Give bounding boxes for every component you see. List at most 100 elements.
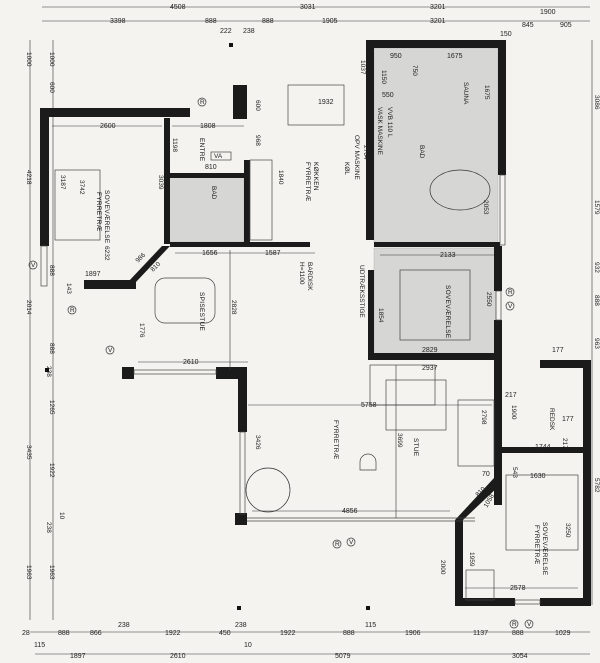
dim-label: 238 <box>118 622 130 629</box>
room-bedroom-right-name: SOVEVÆRELSE <box>541 522 548 576</box>
room-labels: SOVEVÆRELSE FYRRETRÆ ENTRE VA KØKKEN FYR… <box>95 82 555 576</box>
right-dimensions: 3086 1579 932 888 963 5782 <box>591 40 600 605</box>
dim-label: 3201 <box>430 4 446 11</box>
dim-label: 3054 <box>512 653 528 660</box>
dim-label: 550 <box>382 92 394 99</box>
dim-label: 1922 <box>280 630 296 637</box>
dim-label: 1854 <box>377 308 384 323</box>
dim-label: 3086 <box>593 95 600 110</box>
symbols: R R V V R V R V R V <box>28 97 534 629</box>
dim-label: 5758 <box>361 402 377 409</box>
dim-label: 238 <box>235 622 247 629</box>
room-bar-height: H=1100 <box>298 262 305 285</box>
column-markers <box>45 43 370 610</box>
bottom-dimensions: 28 888 866 1922 450 1922 888 1906 1137 8… <box>22 622 590 660</box>
room-sauna: SAUNA <box>462 82 469 105</box>
dim-label: 3742 <box>78 180 85 195</box>
dim-label: 1675 <box>483 85 490 100</box>
dim-label: 888 <box>593 295 600 306</box>
dim-label: 238 <box>243 28 255 35</box>
symbol-v: V <box>31 262 36 269</box>
room-kitchen-name: KØKKEN <box>312 162 319 191</box>
dim-label: 2600 <box>100 123 116 130</box>
dim-label: 1137 <box>473 630 488 637</box>
dim-label: 177 <box>552 347 564 354</box>
top-dimensions: 4508 3031 3201 1900 3398 888 888 1905 32… <box>42 4 590 38</box>
dim-label: 888 <box>48 343 55 354</box>
dim-label: 888 <box>48 265 55 276</box>
dim-label: 968 <box>254 135 261 146</box>
fixture-va: VA <box>214 153 223 160</box>
room-bedroom-middle: SOVEVÆRELSE <box>444 285 451 339</box>
room-bar-counter: BARDISK <box>306 262 313 291</box>
dim-label: 866 <box>90 630 102 637</box>
dim-label: 950 <box>390 53 402 60</box>
room-bedroom-right-material: FYRRETRÆ <box>533 525 540 565</box>
dim-label: 10 <box>244 642 252 649</box>
dim-label: 888 <box>58 630 70 637</box>
dim-label: 70 <box>482 471 490 478</box>
dim-label: 1029 <box>555 630 571 637</box>
dim-label: 1776 <box>138 323 145 338</box>
dim-label: 238 <box>45 522 52 533</box>
dim-label: 905 <box>560 22 572 29</box>
interior-dimensions: 2600 3742 3187 3039 6232 1808 1198 600 9… <box>52 53 578 592</box>
dim-label: 1000 <box>48 52 55 67</box>
room-living: STUE <box>412 438 419 457</box>
dim-label: 1922 <box>48 463 55 478</box>
dim-label: 3435 <box>25 445 32 460</box>
dim-label: 2014 <box>25 300 32 315</box>
dim-label: 888 <box>343 630 355 637</box>
room-bedroom-left-name: SOVEVÆRELSE <box>103 190 110 244</box>
dim-label: 2053 <box>482 200 489 215</box>
dim-label: 5782 <box>593 478 600 493</box>
dim-label: 543 <box>511 467 518 478</box>
dim-label: 750 <box>411 65 418 76</box>
dim-label: 1922 <box>165 630 181 637</box>
dim-label: 2829 <box>422 347 438 354</box>
dim-label: 3699 <box>396 433 403 448</box>
dim-label: 1906 <box>405 630 421 637</box>
dim-label: 1150 <box>380 70 387 84</box>
dim-label: 2610 <box>170 653 186 660</box>
furniture <box>54 84 579 601</box>
dim-label: 2798 <box>480 410 487 425</box>
dim-label: 1840 <box>277 170 284 185</box>
dim-label: 4856 <box>342 508 358 515</box>
dim-label: 1000 <box>25 52 32 67</box>
dim-label: 2550 <box>485 292 492 307</box>
dim-label: 28 <box>22 630 30 637</box>
dim-label: 1900 <box>510 405 517 420</box>
symbol-r: R <box>200 99 205 106</box>
dim-label: 1587 <box>265 250 281 257</box>
dim-label: 3398 <box>110 18 126 25</box>
dim-label: 1932 <box>318 99 334 106</box>
dim-label: 2828 <box>230 300 237 315</box>
dim-label: 810 <box>205 164 217 171</box>
room-kitchen-material: FYRRETRÆ <box>304 162 311 202</box>
symbol-r: R <box>508 289 513 296</box>
dim-label: 6232 <box>103 246 110 261</box>
dim-label: 222 <box>220 28 232 35</box>
dim-label: 1579 <box>593 200 600 215</box>
dim-label: 1265 <box>48 400 55 415</box>
dim-label: 888 <box>205 18 217 25</box>
dim-label: 1905 <box>322 18 338 25</box>
dim-label: 1959 <box>468 552 475 567</box>
dim-label: 3031 <box>300 4 316 11</box>
symbol-r: R <box>70 307 75 314</box>
dim-label: 1744 <box>535 444 551 451</box>
room-bedroom-left-material: FYRRETRÆ <box>95 192 102 232</box>
dim-label: 845 <box>522 22 534 29</box>
dim-label: 600 <box>48 82 55 93</box>
dim-label: 3426 <box>254 435 261 450</box>
dim-label: 115 <box>365 622 376 629</box>
dim-label: 2937 <box>422 365 438 372</box>
dim-label: 2764 <box>362 145 369 160</box>
windows <box>40 174 541 605</box>
walls <box>40 40 591 606</box>
dim-label: 3201 <box>430 18 446 25</box>
symbol-r: R <box>512 621 517 628</box>
dim-label: 5079 <box>335 653 351 660</box>
dim-label: 2133 <box>440 252 456 259</box>
